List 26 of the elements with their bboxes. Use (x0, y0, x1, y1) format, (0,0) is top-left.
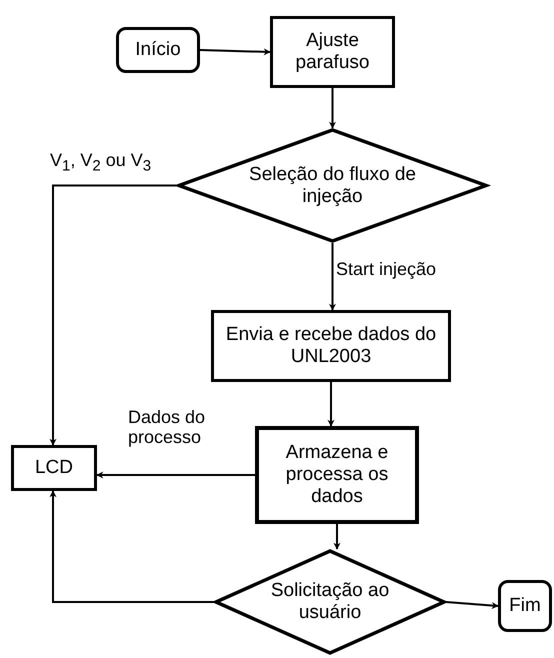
arrow (329, 243, 336, 311)
process-box (255, 426, 419, 524)
arrow (446, 601, 499, 609)
process-box (270, 16, 395, 88)
terminal-box (498, 580, 552, 632)
decision-diamond (177, 128, 488, 243)
node-label: LCD (34, 457, 74, 479)
edge-label: Start injeção (334, 260, 438, 280)
arrow (334, 524, 340, 550)
arrow (50, 490, 214, 603)
node-label: Solicitação ao usuário (270, 580, 390, 624)
arrow (50, 184, 177, 446)
process-box (211, 310, 451, 382)
node-label: Seleção do fluxo de injeção (248, 164, 417, 208)
arrow (96, 472, 255, 478)
node-label: Fim (508, 595, 542, 617)
node-label: Armazena e processa os dados (284, 442, 390, 508)
terminal-box (116, 27, 200, 73)
arrow (329, 88, 336, 129)
process-box (11, 445, 97, 491)
arrow (200, 48, 271, 56)
node-label: Envia e recebe dados do UNL2003 (224, 324, 438, 368)
decision-diamond (214, 549, 446, 655)
arrow (328, 382, 334, 427)
node-label: Início (134, 39, 182, 61)
node-label: Ajuste parafuso (294, 30, 370, 74)
